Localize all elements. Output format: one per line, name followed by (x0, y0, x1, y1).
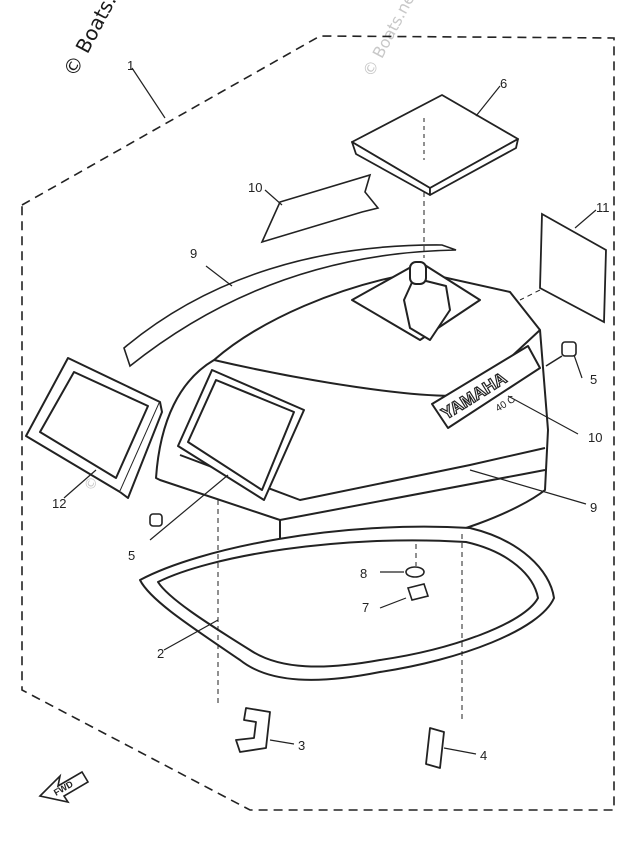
decal-9-upper (123, 244, 457, 368)
forward-direction-arrow: FWD (38, 770, 90, 804)
part-label-5-right: 5 (590, 372, 597, 387)
part-label-9-upper: 9 (190, 246, 197, 261)
assembly-guides (217, 192, 541, 720)
bracket-4 (425, 727, 445, 769)
bottom-seal-part (139, 525, 555, 681)
decal-10-upper (260, 173, 380, 244)
watermark-top-right: © Boats.net (359, 0, 422, 80)
part-label-2: 2 (157, 646, 164, 661)
top-cowling-body (155, 261, 549, 554)
part-label-7: 7 (362, 600, 369, 615)
part-label-6: 6 (500, 76, 507, 91)
part-label-12: 12 (52, 496, 66, 511)
part-label-3: 3 (298, 738, 305, 753)
assembly-boundary (21, 35, 615, 811)
watermark-top-left: © Boats.net (58, 0, 137, 80)
part-label-4: 4 (480, 748, 487, 763)
bolt-5-left (149, 513, 163, 527)
top-cover-part (351, 94, 519, 196)
part-label-9-lower: 9 (590, 500, 597, 515)
part-label-10-upper: 10 (248, 180, 262, 195)
bracket-3 (235, 707, 271, 753)
part-label-8: 8 (360, 566, 367, 581)
part-label-1: 1 (127, 58, 134, 73)
vent-grille-part (25, 357, 163, 499)
part-label-5-left: 5 (128, 548, 135, 563)
decal-11 (539, 212, 607, 324)
bolt-5-right (545, 341, 577, 367)
part-label-10-lower: 10 (588, 430, 602, 445)
washer-8 (405, 566, 425, 578)
nut-7 (406, 583, 430, 601)
leader-lines (63, 67, 597, 755)
part-label-11: 11 (596, 200, 610, 215)
